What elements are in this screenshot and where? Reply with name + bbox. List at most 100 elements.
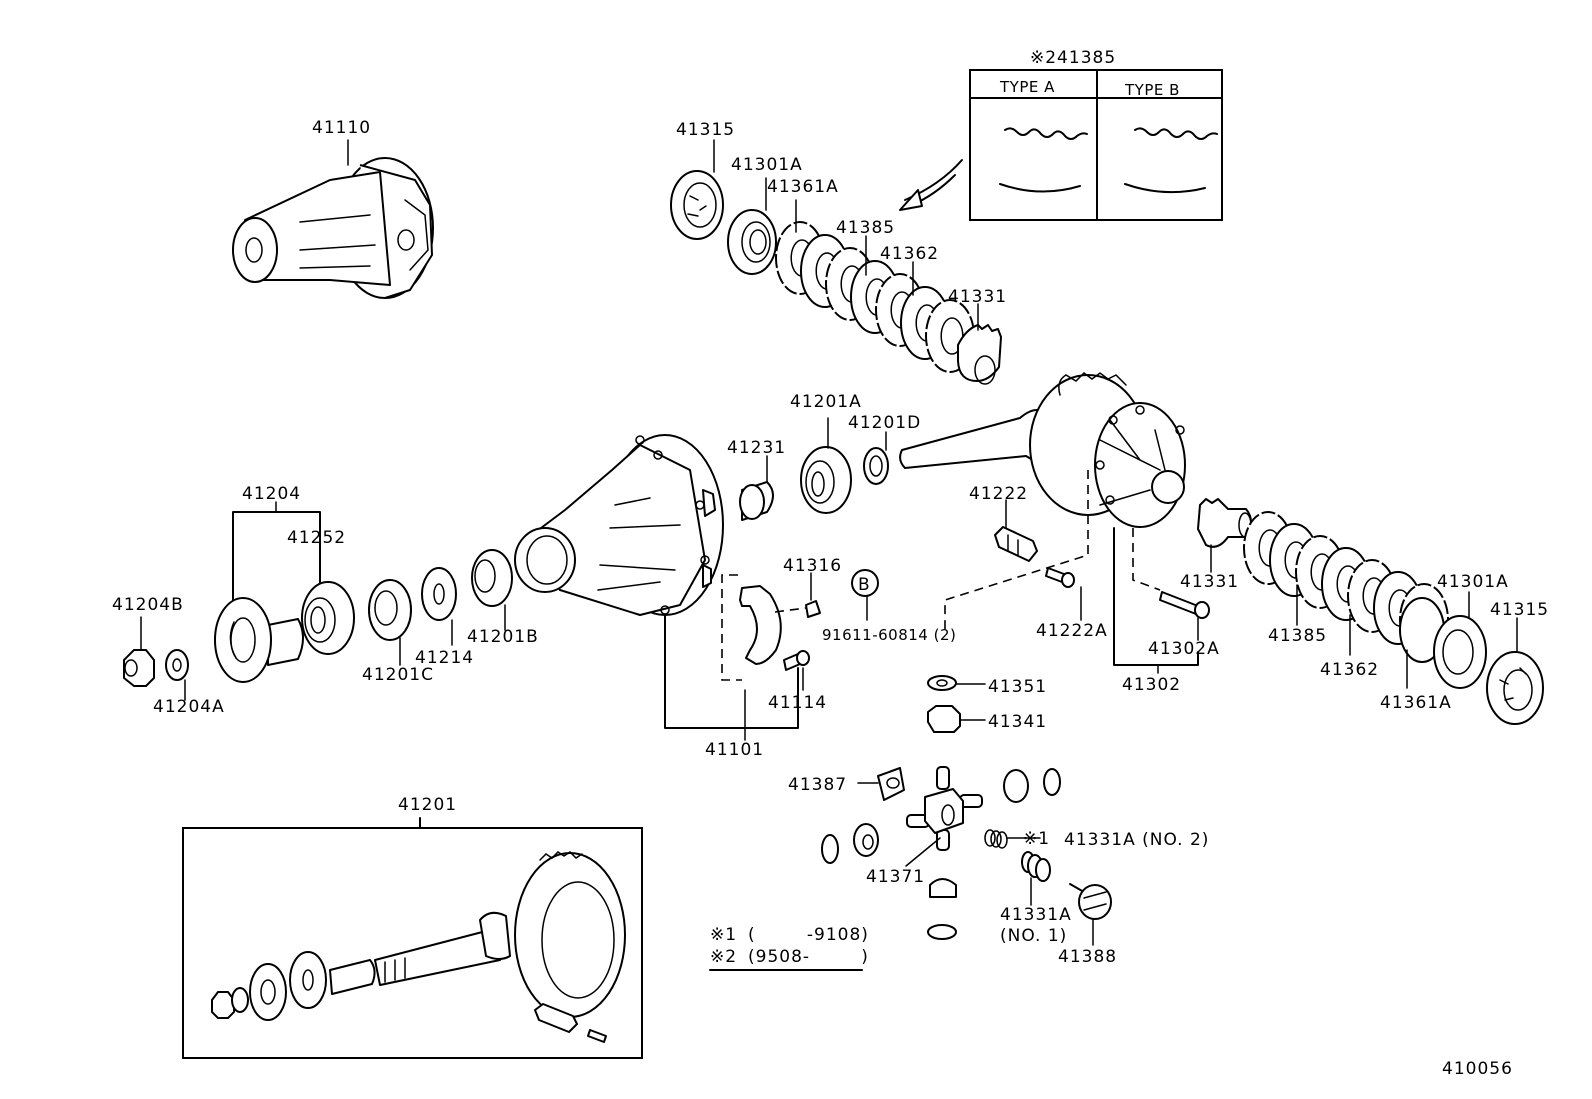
bearing-41201A[interactable]: [800, 446, 852, 514]
label-41201A[interactable]: 41201A: [790, 392, 862, 412]
nut-41204B[interactable]: [123, 649, 155, 687]
bearing-cap[interactable]: [739, 585, 782, 665]
type-a-curve: [999, 183, 1081, 193]
type-a-header: TYPE A: [999, 78, 1055, 96]
plate-41387[interactable]: [877, 767, 905, 801]
bolt-41222A[interactable]: [1045, 567, 1075, 588]
label-41222[interactable]: 41222: [969, 484, 1028, 504]
bracket-41204: [232, 511, 321, 601]
label-41201[interactable]: 41201: [398, 795, 457, 815]
label-41361A-top[interactable]: 41361A: [767, 177, 839, 197]
footnotes: ※1 ( -9108) ※2 (9508- ): [709, 925, 869, 971]
label-41387[interactable]: 41387: [788, 775, 847, 795]
label-41222A[interactable]: 41222A: [1036, 621, 1108, 641]
washer-41204A[interactable]: [165, 649, 189, 681]
label-41341[interactable]: 41341: [988, 712, 1047, 732]
label-41101[interactable]: 41101: [705, 740, 764, 760]
side-bearing-41315-top[interactable]: [670, 170, 724, 240]
label-41385-right[interactable]: 41385: [1268, 626, 1327, 646]
dashed-guide-bolt: [1132, 528, 1161, 591]
ring-pinion-kit-41201[interactable]: [211, 851, 626, 1043]
label-41315-top[interactable]: 41315: [676, 120, 735, 140]
thrust-washer-41351[interactable]: [927, 675, 957, 691]
label-41214[interactable]: 41214: [415, 648, 474, 668]
note-1-mark: ※1: [710, 925, 737, 945]
label-41385-top[interactable]: 41385: [836, 218, 895, 238]
label-41204B[interactable]: 41204B: [112, 595, 184, 615]
washer-left[interactable]: [821, 834, 839, 864]
label-41252[interactable]: 41252: [287, 528, 346, 548]
spacer-41214[interactable]: [421, 567, 457, 621]
label-41371[interactable]: 41371: [866, 867, 925, 887]
side-bearing-41315-right[interactable]: [1486, 651, 1544, 725]
washer-41201D[interactable]: [863, 447, 889, 485]
adjusting-lock-41316[interactable]: [805, 600, 821, 618]
pinion-gear-41341[interactable]: [927, 705, 961, 733]
label-41204A[interactable]: 41204A: [153, 697, 225, 717]
spring-41331A-no1[interactable]: [1021, 851, 1051, 882]
label-41204[interactable]: 41204: [242, 484, 301, 504]
ring-gear-shaft[interactable]: [899, 409, 1049, 469]
carrier-housing-41101[interactable]: [514, 434, 724, 616]
pinion-shaft-lock-41222[interactable]: [994, 526, 1038, 562]
side-gear-41331-top[interactable]: [957, 324, 1002, 385]
type-b-curve: [1124, 183, 1206, 194]
bolt-41114[interactable]: [783, 650, 810, 671]
side-gear-41331-right[interactable]: [1197, 498, 1252, 548]
bearing-41201C[interactable]: [368, 579, 412, 641]
bolt-41302A[interactable]: [1159, 591, 1210, 619]
label-41110[interactable]: 41110: [312, 118, 371, 138]
label-41351[interactable]: 41351: [988, 677, 1047, 697]
label-41302[interactable]: 41302: [1122, 675, 1181, 695]
spider-cross-41371[interactable]: [906, 766, 983, 851]
differential-case-41302[interactable]: [1029, 372, 1186, 528]
label-41331A-no1-sub: (NO. 1): [1000, 926, 1067, 946]
label-41331-top[interactable]: 41331: [948, 287, 1007, 307]
label-41302A[interactable]: 41302A: [1148, 639, 1220, 659]
carrier-assembly-41110[interactable]: [232, 157, 434, 299]
label-41201C[interactable]: 41201C: [362, 665, 434, 685]
bearing-cup-41301A-top[interactable]: [727, 209, 777, 275]
label-41315-right[interactable]: 41315: [1490, 600, 1549, 620]
note-2-mark: ※2: [710, 947, 737, 967]
circle-ref-B-letter: B: [858, 575, 871, 595]
figure-number: 410056: [1442, 1059, 1513, 1079]
label-41301A-top[interactable]: 41301A: [731, 155, 803, 175]
label-41362-right[interactable]: 41362: [1320, 660, 1379, 680]
pinion-gear-left[interactable]: [853, 823, 879, 857]
spacer-41231[interactable]: [739, 481, 774, 521]
circle-ref-B: B: [851, 569, 879, 597]
label-41114[interactable]: 41114: [768, 693, 827, 713]
label-41301A-right[interactable]: 41301A: [1437, 572, 1509, 592]
pinion-gear-right-top[interactable]: [1003, 769, 1029, 803]
label-41331A-no1[interactable]: 41331A: [1000, 905, 1072, 925]
pinion-gear-bottom[interactable]: [929, 878, 957, 898]
clutch-plate-stack-lower[interactable]: [1243, 511, 1449, 663]
label-41331A-no2[interactable]: 41331A (NO. 2): [1064, 830, 1209, 850]
label-41331-right[interactable]: 41331: [1180, 572, 1239, 592]
label-41231[interactable]: 41231: [727, 438, 786, 458]
type-inset-panel: ※241385 TYPE A TYPE B: [969, 48, 1223, 221]
plug-41388[interactable]: [1069, 883, 1112, 920]
washer-bottom[interactable]: [927, 924, 957, 940]
washer-right-top[interactable]: [1043, 768, 1061, 796]
clutch-plate-stack-upper[interactable]: [775, 221, 975, 373]
label-91611-60814[interactable]: 91611-60814 (2): [822, 626, 956, 644]
label-41316[interactable]: 41316: [783, 556, 842, 576]
bracket-41101: [664, 614, 799, 729]
bearing-41201B[interactable]: [471, 549, 513, 607]
label-41361A-right[interactable]: 41361A: [1380, 693, 1452, 713]
label-41201B[interactable]: 41201B: [467, 627, 539, 647]
oil-seal-41252[interactable]: [301, 581, 355, 655]
spring-41331A-no2[interactable]: [984, 829, 1008, 849]
pointer-arrow-icon: [899, 159, 963, 211]
bearing-cup-41301A-right[interactable]: [1433, 615, 1487, 689]
label-41362-top[interactable]: 41362: [880, 244, 939, 264]
type-a-toothed-edge: [1004, 127, 1088, 140]
note-2-text: (9508- ): [748, 947, 869, 967]
companion-flange-41204[interactable]: [214, 597, 304, 683]
bracket-41302: [1113, 527, 1199, 666]
label-41201D[interactable]: 41201D: [848, 413, 921, 433]
label-41388[interactable]: 41388: [1058, 947, 1117, 967]
